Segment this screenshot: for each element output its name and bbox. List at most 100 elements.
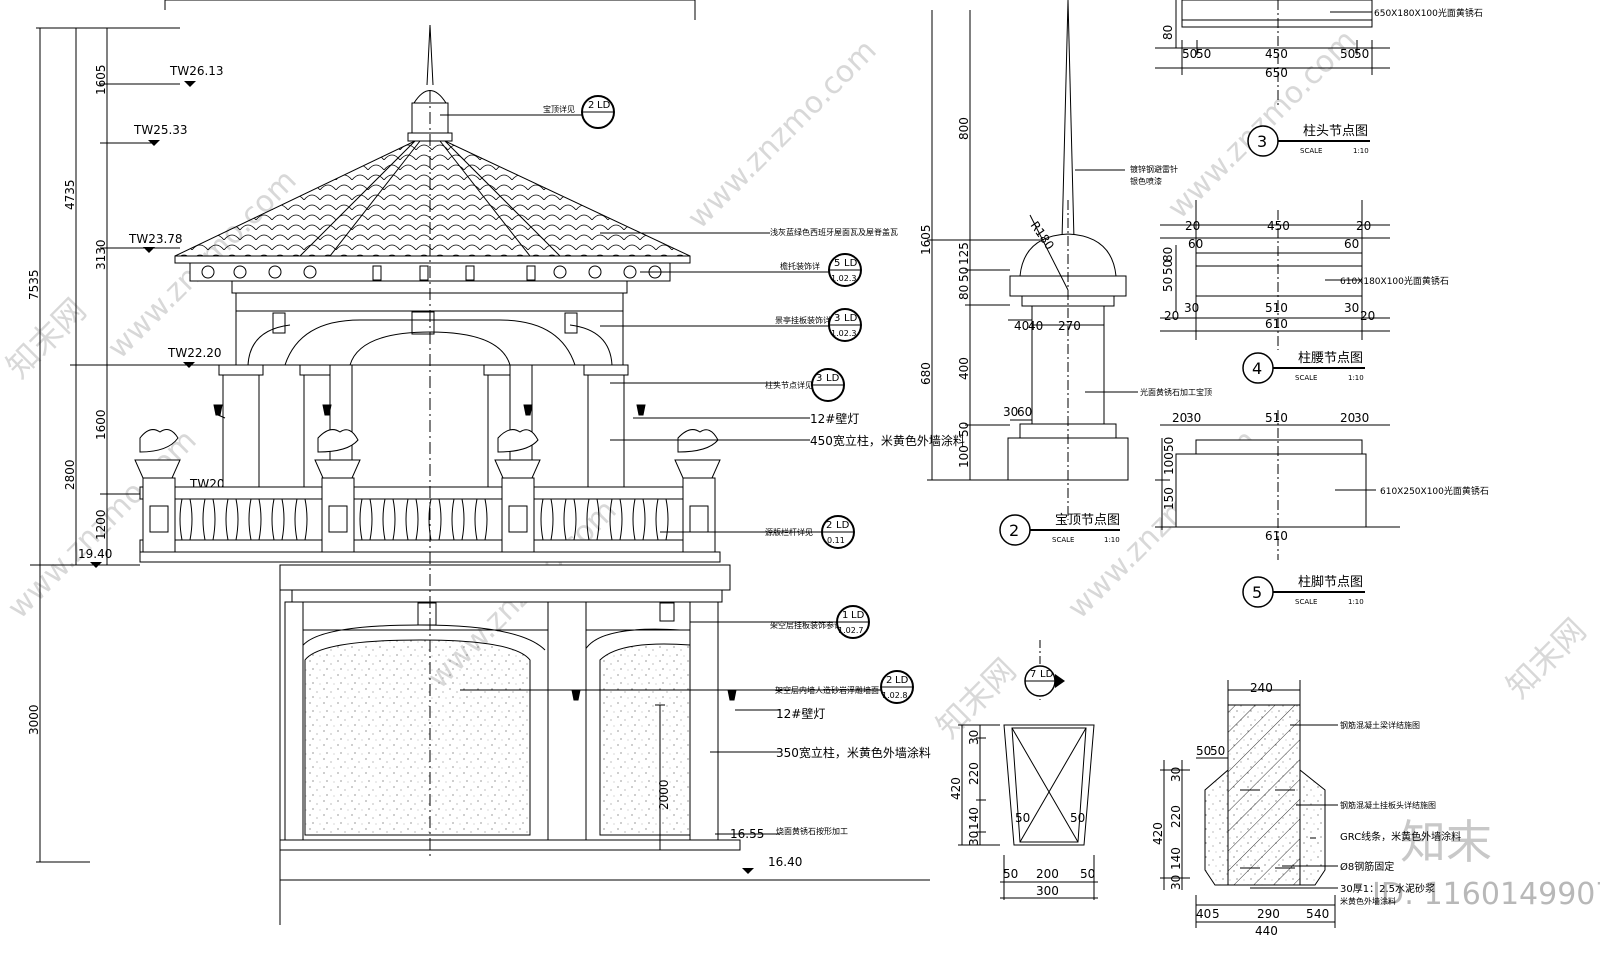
note-roof-tile: 浅灰蓝绿色西班牙屋面瓦及屋脊盖瓦 xyxy=(770,227,898,237)
svg-text:30: 30 xyxy=(967,831,981,846)
note-column-450: 450宽立柱，米黄色外墙涂料 xyxy=(810,433,965,448)
svg-text:3: 3 xyxy=(1257,132,1267,151)
svg-text:光面黄锈石加工宝顶: 光面黄锈石加工宝顶 xyxy=(1140,387,1212,397)
svg-text:40: 40 xyxy=(1314,907,1329,921)
svg-text:440: 440 xyxy=(1255,924,1278,938)
svg-text:50: 50 xyxy=(957,422,971,437)
level-label: 16.40 xyxy=(768,855,802,869)
ref-bubble: 2 LD xyxy=(581,95,615,129)
detail-2-title: 2 宝顶节点图 SCALE 1:10 xyxy=(999,513,1120,546)
svg-text:20: 20 xyxy=(1164,309,1179,323)
ref-bubble: 5 LD 1.02.3 xyxy=(828,253,862,287)
svg-text:40: 40 xyxy=(1028,319,1043,333)
svg-text:30: 30 xyxy=(1354,411,1369,425)
detail-5-column-foot xyxy=(1155,410,1400,560)
svg-text:50: 50 xyxy=(1015,811,1030,825)
svg-text:1: 1 xyxy=(842,610,848,621)
svg-text:20: 20 xyxy=(1360,309,1375,323)
svg-text:20: 20 xyxy=(1185,219,1200,233)
svg-text:450: 450 xyxy=(1265,47,1288,61)
svg-text:SCALE: SCALE xyxy=(1052,536,1074,544)
svg-text:2: 2 xyxy=(826,520,832,531)
svg-text:LD: LD xyxy=(597,100,611,111)
svg-text:2: 2 xyxy=(588,100,594,111)
elevation-dim-text: 7535 4735 3000 1605 3130 1600 2800 1200 … xyxy=(27,64,671,810)
svg-text:1:10: 1:10 xyxy=(1104,536,1120,544)
dim-2800: 2800 xyxy=(63,459,77,490)
planters xyxy=(134,429,721,479)
svg-text:60: 60 xyxy=(1344,237,1359,251)
svg-text:5: 5 xyxy=(1306,907,1314,921)
elevation-leaders xyxy=(440,114,895,835)
detail-5-text: 20 30 510 20 30 100 50 150 610 610X250X1… xyxy=(1162,411,1489,543)
svg-text:125: 125 xyxy=(957,242,971,265)
svg-text:610X250X100光面黄锈石: 610X250X100光面黄锈石 xyxy=(1380,485,1489,497)
svg-text:240: 240 xyxy=(1250,681,1273,695)
svg-text:40: 40 xyxy=(1196,907,1211,921)
note-eave-bracket: 檐托装饰详 xyxy=(780,261,820,271)
detail-2-text: 1605 800 680 125 50 80 400 50 100 270 40… xyxy=(919,117,1212,468)
note-balustrade: 源版栏杆详见 xyxy=(765,527,813,537)
spire xyxy=(426,24,431,86)
svg-text:柱脚节点图: 柱脚节点图 xyxy=(1298,574,1363,590)
ref-bubble: 3 LD xyxy=(811,368,845,402)
dim-1600: 1600 xyxy=(94,409,108,440)
detail-2-finial xyxy=(927,0,1138,520)
svg-text:50: 50 xyxy=(1161,277,1175,292)
detail-7-marker: 7 LD xyxy=(1024,665,1065,697)
dim-7535: 7535 xyxy=(27,269,41,300)
ground-floor xyxy=(279,564,741,851)
section-text: 240 50 50 30 220 420 140 30 40 5 290 5 4… xyxy=(1151,681,1461,938)
svg-text:60: 60 xyxy=(1188,237,1203,251)
watermark-brand: 知末网 xyxy=(0,291,94,386)
svg-text:LD: LD xyxy=(1040,669,1054,680)
svg-text:30: 30 xyxy=(1184,301,1199,315)
svg-text:1:10: 1:10 xyxy=(1348,598,1364,606)
svg-text:150: 150 xyxy=(1162,487,1176,510)
svg-text:50: 50 xyxy=(957,267,971,282)
svg-text:50: 50 xyxy=(1070,811,1085,825)
svg-text:50: 50 xyxy=(1340,47,1355,61)
svg-text:60: 60 xyxy=(1017,405,1032,419)
svg-text:1.02.3: 1.02.3 xyxy=(831,274,856,283)
ref-bubble: 1 LD 1.02.7 xyxy=(836,605,870,639)
svg-text:30: 30 xyxy=(1344,301,1359,315)
svg-text:20: 20 xyxy=(1340,411,1355,425)
svg-text:柱头节点图: 柱头节点图 xyxy=(1303,124,1368,139)
svg-text:5: 5 xyxy=(834,258,840,269)
svg-text:SCALE: SCALE xyxy=(1300,147,1322,155)
section-detail xyxy=(1160,680,1338,928)
svg-text:50: 50 xyxy=(1161,260,1175,275)
svg-text:80: 80 xyxy=(957,285,971,300)
svg-text:LD: LD xyxy=(844,313,858,324)
dim-3000: 3000 xyxy=(27,704,41,735)
svg-text:宝顶节点图: 宝顶节点图 xyxy=(1055,513,1120,528)
svg-text:450: 450 xyxy=(1267,219,1290,233)
svg-text:1:10: 1:10 xyxy=(1348,374,1364,382)
svg-text:柱腰节点图: 柱腰节点图 xyxy=(1298,351,1363,366)
svg-text:300: 300 xyxy=(1036,884,1059,898)
svg-text:50: 50 xyxy=(1162,437,1176,452)
svg-text:30: 30 xyxy=(1186,411,1201,425)
svg-text:1605: 1605 xyxy=(919,224,933,255)
svg-text:30厚1：2.5水泥砂浆: 30厚1：2.5水泥砂浆 xyxy=(1340,882,1435,895)
svg-text:420: 420 xyxy=(1151,822,1165,845)
balustrade xyxy=(139,477,721,563)
dim-1200: 1200 xyxy=(94,509,108,540)
svg-text:镀锌钢避雷针: 镀锌钢避雷针 xyxy=(1130,164,1178,174)
ref-bubble: 2 LD 0.11 xyxy=(821,515,855,549)
svg-text:510: 510 xyxy=(1265,301,1288,315)
columns-upper xyxy=(218,364,629,488)
note-finial: 宝顶详见 xyxy=(543,104,575,114)
ref-bubble: 2 LD 1.02.8 xyxy=(880,670,914,704)
svg-text:1:10: 1:10 xyxy=(1353,147,1369,155)
note-stone-base: 烧面黄锈石按形加工 xyxy=(776,826,848,836)
svg-text:50: 50 xyxy=(1003,867,1018,881)
svg-text:3: 3 xyxy=(816,373,822,384)
svg-text:银色喷漆: 银色喷漆 xyxy=(1130,176,1162,186)
note-column-head: 柱头节点详见 xyxy=(765,380,813,390)
detail-3-text: 80 50 50 450 50 50 650 650X180X100光面黄锈石 xyxy=(1161,7,1483,80)
pavilion-elevation xyxy=(134,24,741,860)
svg-text:140: 140 xyxy=(1169,847,1183,870)
